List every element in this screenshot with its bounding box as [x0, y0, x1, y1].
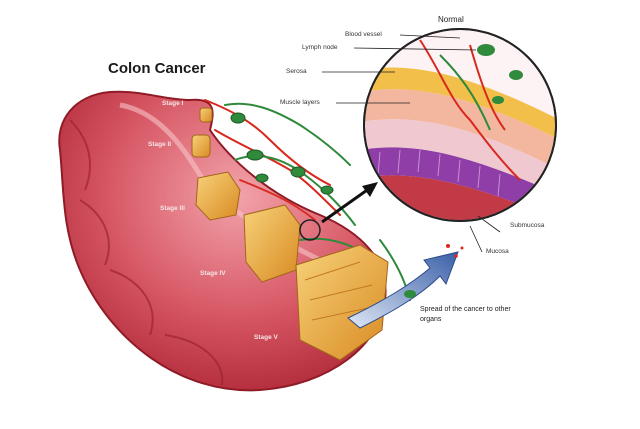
spread-caption: Spread of the cancer to other organs [420, 306, 511, 323]
label-leaders [322, 34, 501, 253]
normal-wall-inset [363, 28, 557, 222]
diagram-title: Colon Cancer [108, 60, 206, 77]
label-stage-4: Stage IV [200, 270, 226, 277]
spread-arrow [347, 244, 464, 329]
label-stage-2: Stage II [148, 141, 172, 148]
tumor-stage-3 [195, 171, 241, 221]
label-stage-1: Stage I [162, 100, 184, 107]
label-serosa: Serosa [286, 68, 307, 75]
label-mucosa: Mucosa [486, 248, 509, 255]
tumor-stage-5 [295, 244, 389, 361]
label-blood-vessel: Blood vessel [345, 31, 382, 38]
label-lymph-node: Lymph node [302, 44, 338, 51]
zoom-arrow [321, 182, 378, 224]
vessel-network [204, 99, 411, 301]
zoom-source-circle [299, 219, 321, 241]
label-stage-3: Stage III [160, 205, 185, 212]
label-stage-5: Stage V [254, 334, 278, 341]
inset-heading: Normal [438, 15, 464, 24]
tumor-stage-1 [199, 107, 213, 123]
tumor-stage-2 [191, 134, 211, 158]
tumor-stage-4 [243, 204, 301, 283]
label-muscle-layers: Muscle layers [280, 99, 320, 106]
label-submucosa: Submucosa [510, 222, 545, 229]
lymph-nodes [230, 112, 334, 195]
